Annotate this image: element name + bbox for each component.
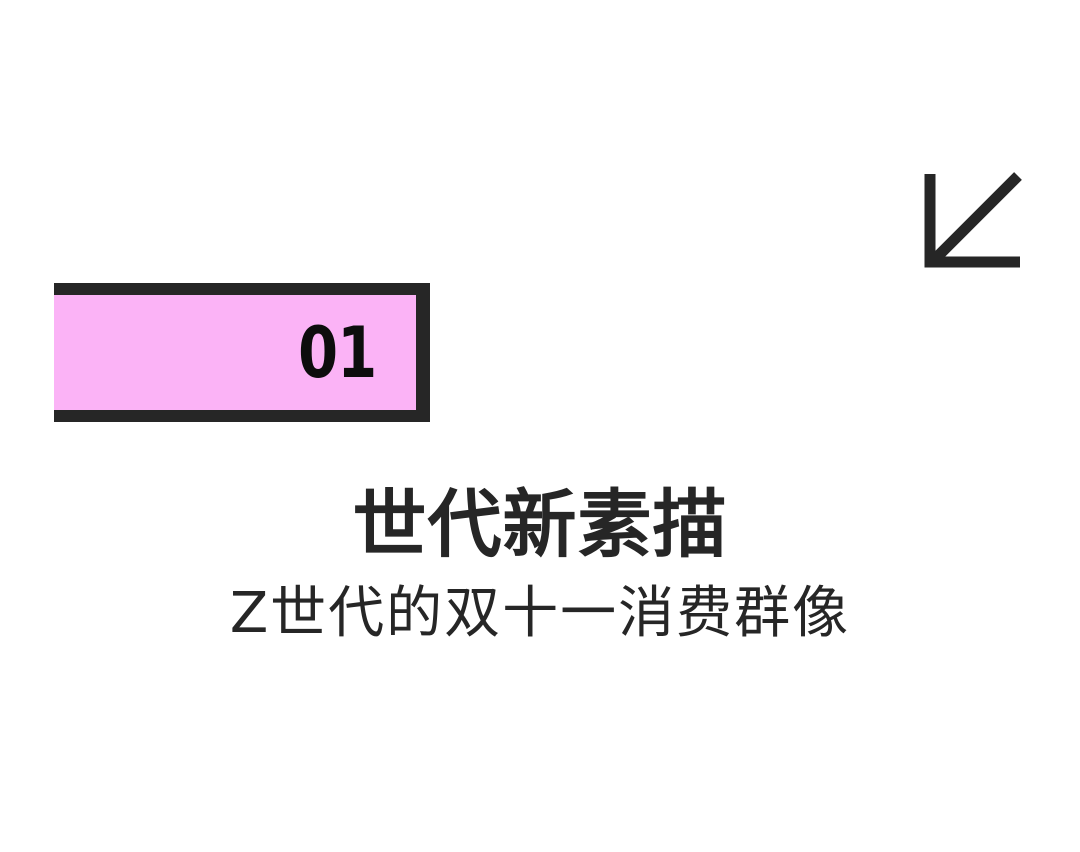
section-number: 01 <box>297 311 377 394</box>
page-subtitle: Z世代的双十一消费群像 <box>229 581 851 646</box>
arrow-down-left-icon <box>924 172 1022 268</box>
page-title: 世代新素描 <box>352 482 728 568</box>
section-number-box: 01 <box>54 283 430 422</box>
